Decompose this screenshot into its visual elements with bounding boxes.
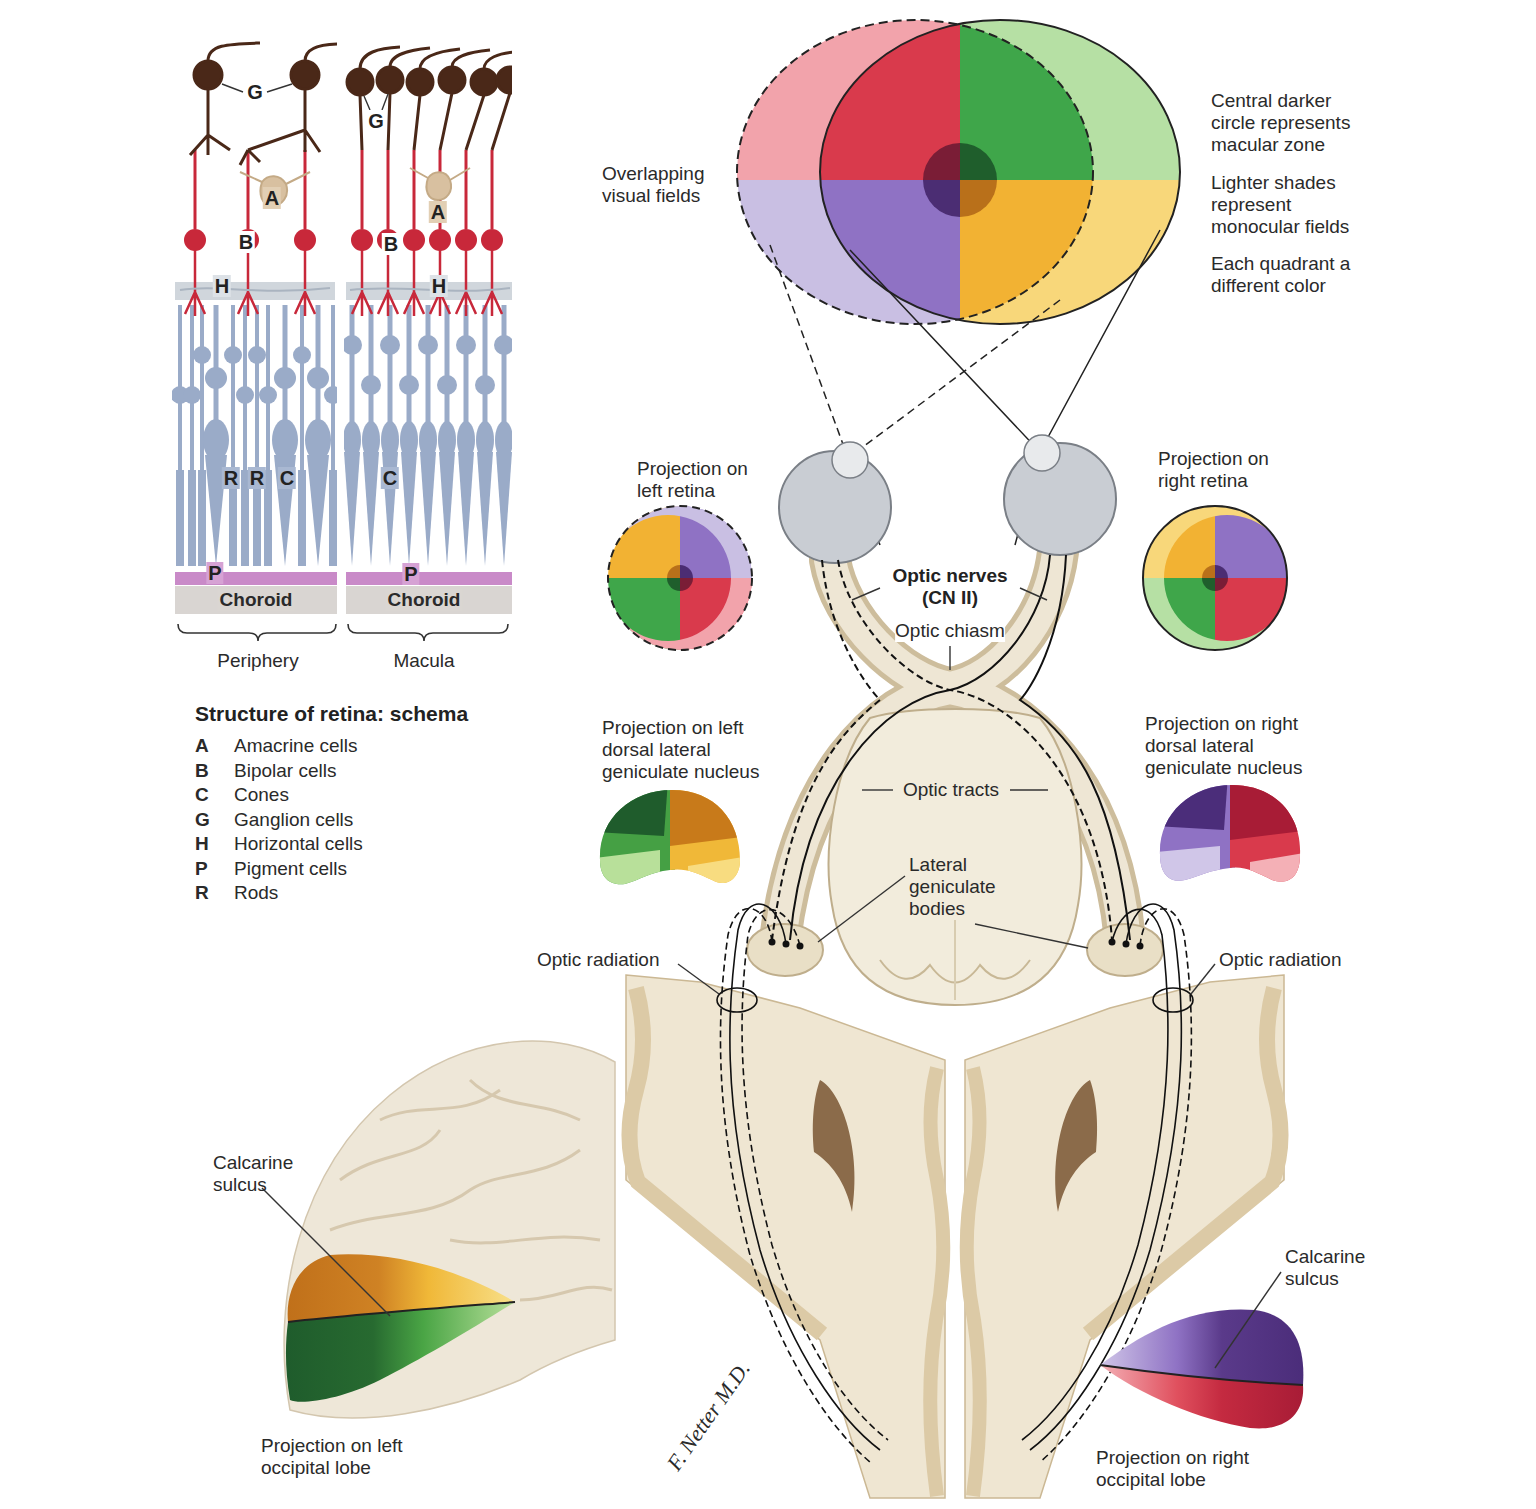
key-letter: A — [195, 735, 209, 757]
part-label: Projection on left occipital lobe — [261, 1435, 436, 1479]
cell-letter: P — [402, 563, 419, 585]
occipital-lobe — [284, 1041, 1303, 1428]
key-text: Horizontal cells — [234, 833, 363, 855]
cell-letter: G — [245, 81, 265, 103]
part-label: Calcarine sulcus — [213, 1152, 313, 1196]
retina-periphery — [172, 43, 337, 614]
part-label: Optic radiation — [537, 949, 660, 971]
cell-letter: A — [429, 201, 447, 223]
key-text: Rods — [234, 882, 278, 904]
key-letter: C — [195, 784, 209, 806]
region-label: Macula — [393, 650, 454, 672]
cell-letter: B — [237, 231, 255, 253]
heading: Structure of retina: schema — [195, 702, 468, 726]
key-letter: P — [195, 858, 208, 880]
key-text: Amacrine cells — [234, 735, 358, 757]
part-label: Calcarine sulcus — [1285, 1246, 1385, 1290]
cell-letter: P — [206, 562, 223, 584]
key-letter: H — [195, 833, 209, 855]
note: Each quadrant a different color — [1211, 253, 1361, 297]
part-label: Optic nerves (CN II) — [885, 565, 1015, 609]
bracket — [178, 624, 508, 641]
cell-letter: R — [222, 467, 240, 489]
layer-label: Choroid — [386, 589, 463, 611]
part-label: Optic radiation — [1219, 949, 1342, 971]
signature: F. Netter M.D. — [663, 1358, 754, 1475]
key-letter: B — [195, 760, 209, 782]
note: Central darker circle represents macular… — [1211, 90, 1376, 156]
part-label: Optic tracts — [903, 779, 999, 801]
cell-letter: C — [278, 467, 296, 489]
cell-letter: H — [430, 275, 448, 297]
retina-projection — [600, 490, 1295, 670]
part-label: Lateral geniculate bodies — [909, 854, 1009, 920]
part-label: Projection on left retina — [637, 458, 772, 502]
part-label: Projection on right dorsal lateral genic… — [1145, 713, 1330, 779]
cell-letter: R — [248, 467, 266, 489]
note: Lighter shades represent monocular field… — [1211, 172, 1376, 238]
region-label: Periphery — [217, 650, 298, 672]
cell-letter: H — [213, 275, 231, 297]
optic-pathway — [747, 435, 1163, 1005]
key-text: Bipolar cells — [234, 760, 336, 782]
note: Overlapping visual fields — [602, 163, 742, 207]
cell-letter: C — [381, 467, 399, 489]
key-letter: G — [195, 809, 210, 831]
key-letter: R — [195, 882, 209, 904]
cell-letter: G — [366, 110, 386, 132]
layer-label: Choroid — [218, 589, 295, 611]
retina-macula — [344, 47, 512, 614]
cell-letter: A — [263, 187, 281, 209]
cell-letter: B — [382, 233, 400, 255]
key-text: Cones — [234, 784, 289, 806]
key-text: Ganglion cells — [234, 809, 353, 831]
part-label: Projection on right occipital lobe — [1096, 1447, 1276, 1491]
key-text: Pigment cells — [234, 858, 347, 880]
part-label: Optic chiasm — [895, 620, 1005, 642]
part-label: Projection on left dorsal lateral genicu… — [602, 717, 787, 783]
part-label: Projection on right retina — [1158, 448, 1293, 492]
